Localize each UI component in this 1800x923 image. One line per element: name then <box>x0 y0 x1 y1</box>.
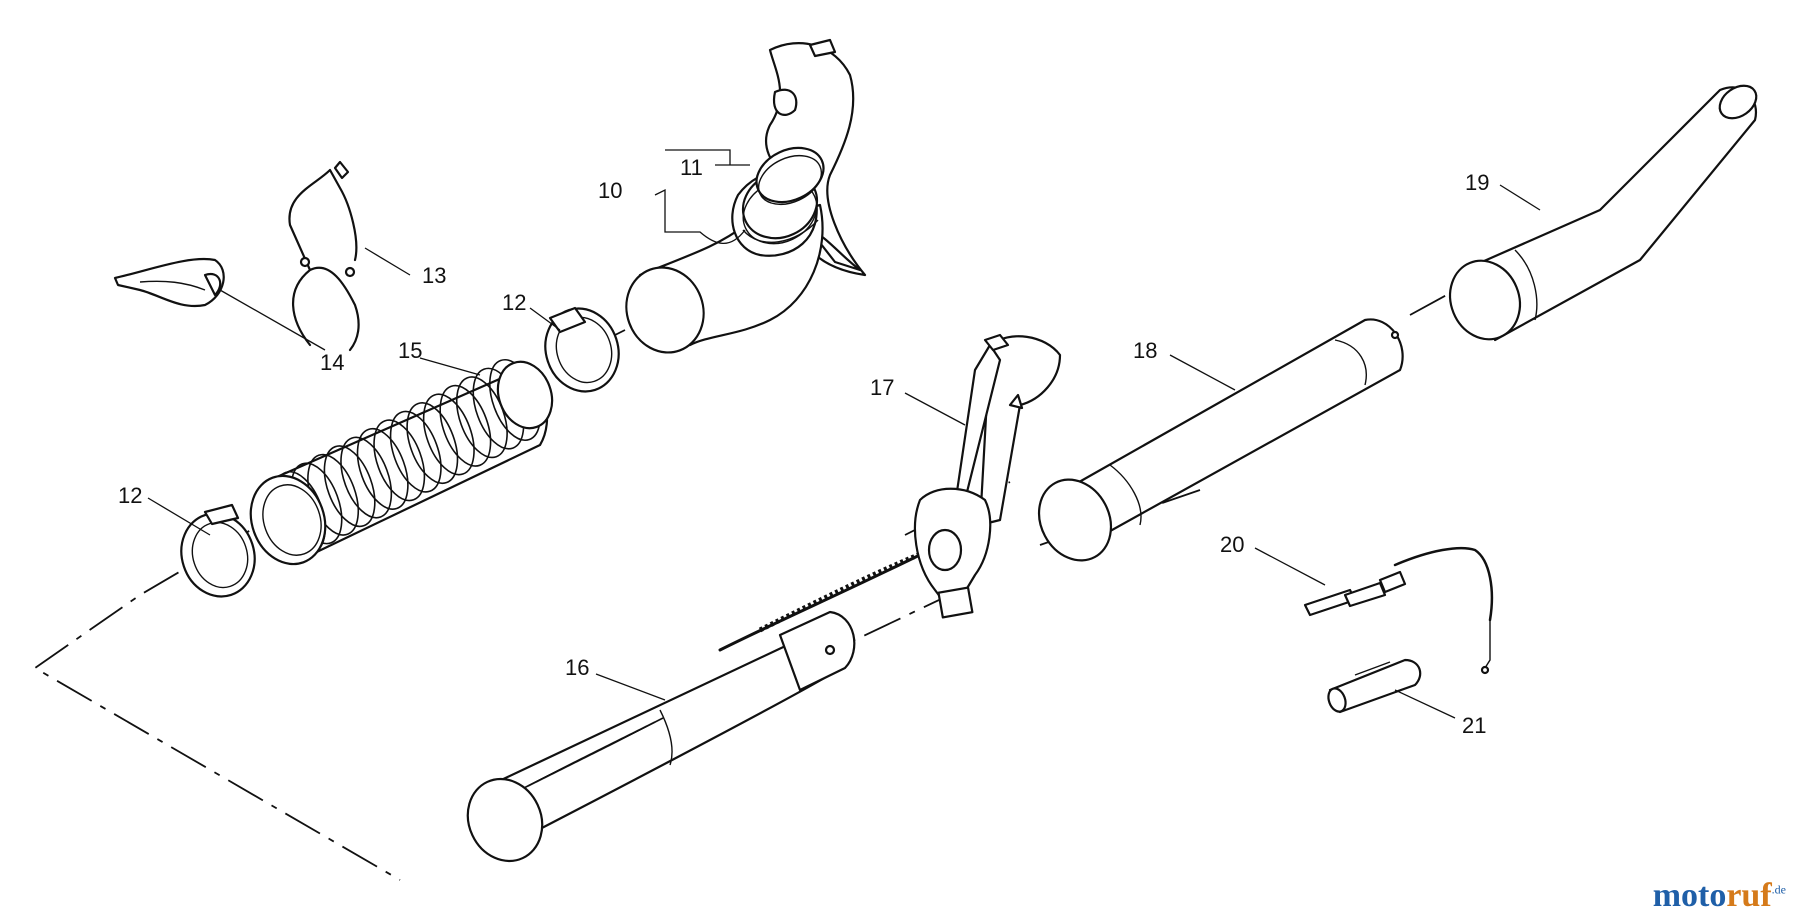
label-part-12-lower: 12 <box>118 483 142 508</box>
label-part-13: 13 <box>422 263 446 288</box>
label-part-10: 10 <box>598 178 622 203</box>
label-part-18: 18 <box>1133 338 1157 363</box>
part-14-strap <box>113 257 225 308</box>
part-12-hose-clamp-upper <box>544 306 620 393</box>
label-part-16: 16 <box>565 655 589 680</box>
label-part-19: 19 <box>1465 170 1489 195</box>
label-part-14: 14 <box>320 350 344 375</box>
label-part-17: 17 <box>870 375 894 400</box>
watermark-logo: motoruf.de <box>1653 877 1786 915</box>
label-part-21: 21 <box>1462 713 1486 738</box>
part-13-wire-clip <box>288 160 360 352</box>
part-15-corrugated-hose <box>249 359 554 566</box>
label-part-20: 20 <box>1220 532 1244 557</box>
part-17-throttle-grip <box>913 333 1062 619</box>
watermark-suffix: .de <box>1771 882 1786 897</box>
label-part-11: 11 <box>680 155 703 180</box>
part-21-connector <box>1327 658 1422 714</box>
part-19-nozzle-tube <box>1448 84 1758 342</box>
part-18-extension-tube <box>1037 318 1404 562</box>
part-labels: 10 11 12 12 13 14 15 16 17 18 19 20 21 <box>118 155 1489 738</box>
leader-lines <box>147 149 1541 719</box>
part-12-hose-clamp-lower <box>180 503 256 598</box>
assembly-centerline <box>33 284 1466 881</box>
watermark-part1: moto <box>1652 877 1727 914</box>
label-part-12-upper: 12 <box>502 290 526 315</box>
watermark-part2: ruf <box>1726 877 1772 914</box>
part-11-seal-ring <box>755 146 825 206</box>
part-16-handle-tube <box>466 610 856 863</box>
part-20-throttle-cable <box>1303 546 1494 675</box>
label-part-15: 15 <box>398 338 422 363</box>
